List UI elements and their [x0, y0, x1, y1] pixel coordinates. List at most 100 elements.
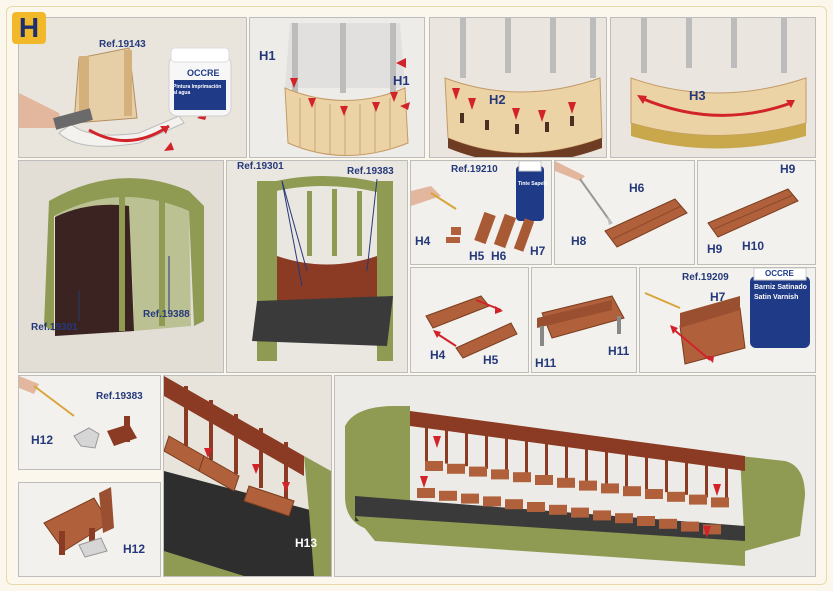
bench-seat: [527, 502, 545, 512]
step-panel-primer: Ref.19143 OCCRE Pintura Imprimación al a…: [18, 17, 247, 158]
part-label-h5: H5: [469, 249, 485, 263]
h2-illustration: [430, 18, 606, 157]
part-label-h10: H10: [742, 239, 765, 253]
part-label-h5: H5: [483, 353, 499, 367]
bench-seat: [557, 477, 575, 488]
step-panel-end-painted: Ref.19301 Ref.19388: [18, 160, 224, 373]
bench-seat: [681, 521, 699, 532]
product-text: Pintura Imprimación al agua: [173, 84, 222, 96]
part-label-h11: H11: [608, 344, 630, 358]
bench-seat: [623, 486, 641, 497]
primer-illustration: [19, 18, 246, 157]
h9-h10-illustration: [698, 161, 815, 264]
bench-seat: [659, 518, 677, 529]
section-badge: H: [12, 12, 46, 44]
window-post: [505, 426, 508, 472]
bench-seat: [439, 490, 457, 501]
step-panel-h12-paint: Ref.19383 H12: [18, 375, 161, 470]
part-label-h4: H4: [415, 234, 431, 248]
stain-parts-illustration: [411, 161, 551, 264]
window-post: [525, 429, 528, 474]
window-post: [425, 416, 428, 461]
end-painted-illustration: [19, 161, 223, 372]
bottle-subtitle: Satin Varnish: [754, 294, 799, 301]
bench-seat: [417, 488, 435, 498]
window-post: [465, 421, 468, 467]
window-post: [625, 442, 628, 487]
window-post: [445, 418, 448, 464]
part-label-h8: H8: [571, 234, 587, 248]
h1-illustration: [250, 18, 424, 157]
ref-label: Ref.19210: [451, 164, 498, 175]
window-post: [565, 434, 568, 480]
bench-seat: [513, 472, 531, 483]
part-label-h9: H9: [707, 242, 723, 256]
step-panel-h4-h5: H4 H5: [410, 267, 529, 373]
step-panel-stain-parts: Ref.19210 Tinte Sapelli H4 H5 H6 H7: [410, 160, 552, 265]
bench-seat: [689, 494, 707, 505]
ref-label: Ref.19143: [99, 39, 146, 50]
window-post: [485, 423, 488, 469]
bottle-brand: OCCRE: [765, 269, 794, 278]
bench-seat: [601, 483, 619, 494]
h6-h8-illustration: [555, 161, 694, 264]
ref-label: Ref.19301: [31, 322, 78, 333]
bench-seat: [491, 469, 509, 480]
part-label-h13: H13: [295, 536, 318, 550]
window-post: [605, 439, 608, 485]
window-post: [725, 455, 728, 500]
bench-seat: [615, 513, 633, 524]
h12-paint-illustration: [19, 376, 160, 469]
bench-seat: [703, 524, 721, 535]
bench-seat: [593, 510, 611, 521]
part-label-h7: H7: [530, 244, 546, 258]
part-label-h6: H6: [491, 249, 507, 263]
bottle-title: Barniz Satinado: [754, 284, 807, 291]
step-panel-interior-paint: Ref.19301 Ref.19383: [226, 160, 408, 373]
finished-car-illustration: [335, 376, 815, 576]
part-label-h9: H9: [780, 162, 796, 176]
ref-label: Ref.19383: [96, 391, 143, 402]
bench-seat: [505, 499, 523, 510]
ref-label: Ref.19301: [237, 161, 284, 172]
h4-h5-illustration: [411, 268, 528, 372]
part-label-h1: H1: [393, 73, 410, 88]
part-label-h4: H4: [430, 348, 446, 362]
varnish-illustration: [640, 268, 815, 372]
window-post: [545, 431, 548, 477]
part-label-h12: H12: [123, 542, 146, 556]
h13-illustration: [164, 376, 331, 576]
step-panel-finished-car: [334, 375, 816, 577]
step-panel-varnish: Ref.19209 OCCRE Barniz Satinado Satin Va…: [639, 267, 816, 373]
step-panel-h11: H11 H11: [531, 267, 637, 373]
step-panel-h1: H1 H1: [249, 17, 425, 158]
bench-seat: [483, 496, 501, 507]
h11-illustration: [532, 268, 636, 372]
part-label-h6: H6: [629, 181, 645, 195]
ref-label: Ref.19388: [143, 309, 190, 320]
bench-seat: [469, 466, 487, 477]
bench-seat: [535, 475, 553, 485]
bench-seat: [711, 497, 729, 508]
window-post: [705, 452, 708, 498]
bench-seat: [549, 504, 567, 515]
page-frame: [6, 6, 827, 585]
h3-illustration: [611, 18, 815, 157]
part-label-h7: H7: [710, 290, 726, 304]
bench-seat: [637, 516, 655, 526]
ref-label: Ref.19383: [347, 166, 394, 177]
part-label-h11: H11: [535, 356, 557, 370]
step-panel-h12-install: H12: [18, 482, 161, 577]
window-post: [645, 444, 648, 490]
step-panel-h13: H13: [163, 375, 332, 577]
interior-paint-illustration: [227, 161, 407, 372]
part-label-h3: H3: [689, 88, 706, 103]
bench-seat: [579, 480, 597, 491]
bench-seat: [425, 461, 443, 471]
window-post: [665, 447, 668, 493]
bench-seat: [461, 493, 479, 504]
step-panel-h9-h10: H9 H9 H10: [697, 160, 816, 265]
step-panel-h2: H2: [429, 17, 607, 158]
window-post: [585, 436, 588, 482]
bench-seat: [447, 463, 465, 474]
